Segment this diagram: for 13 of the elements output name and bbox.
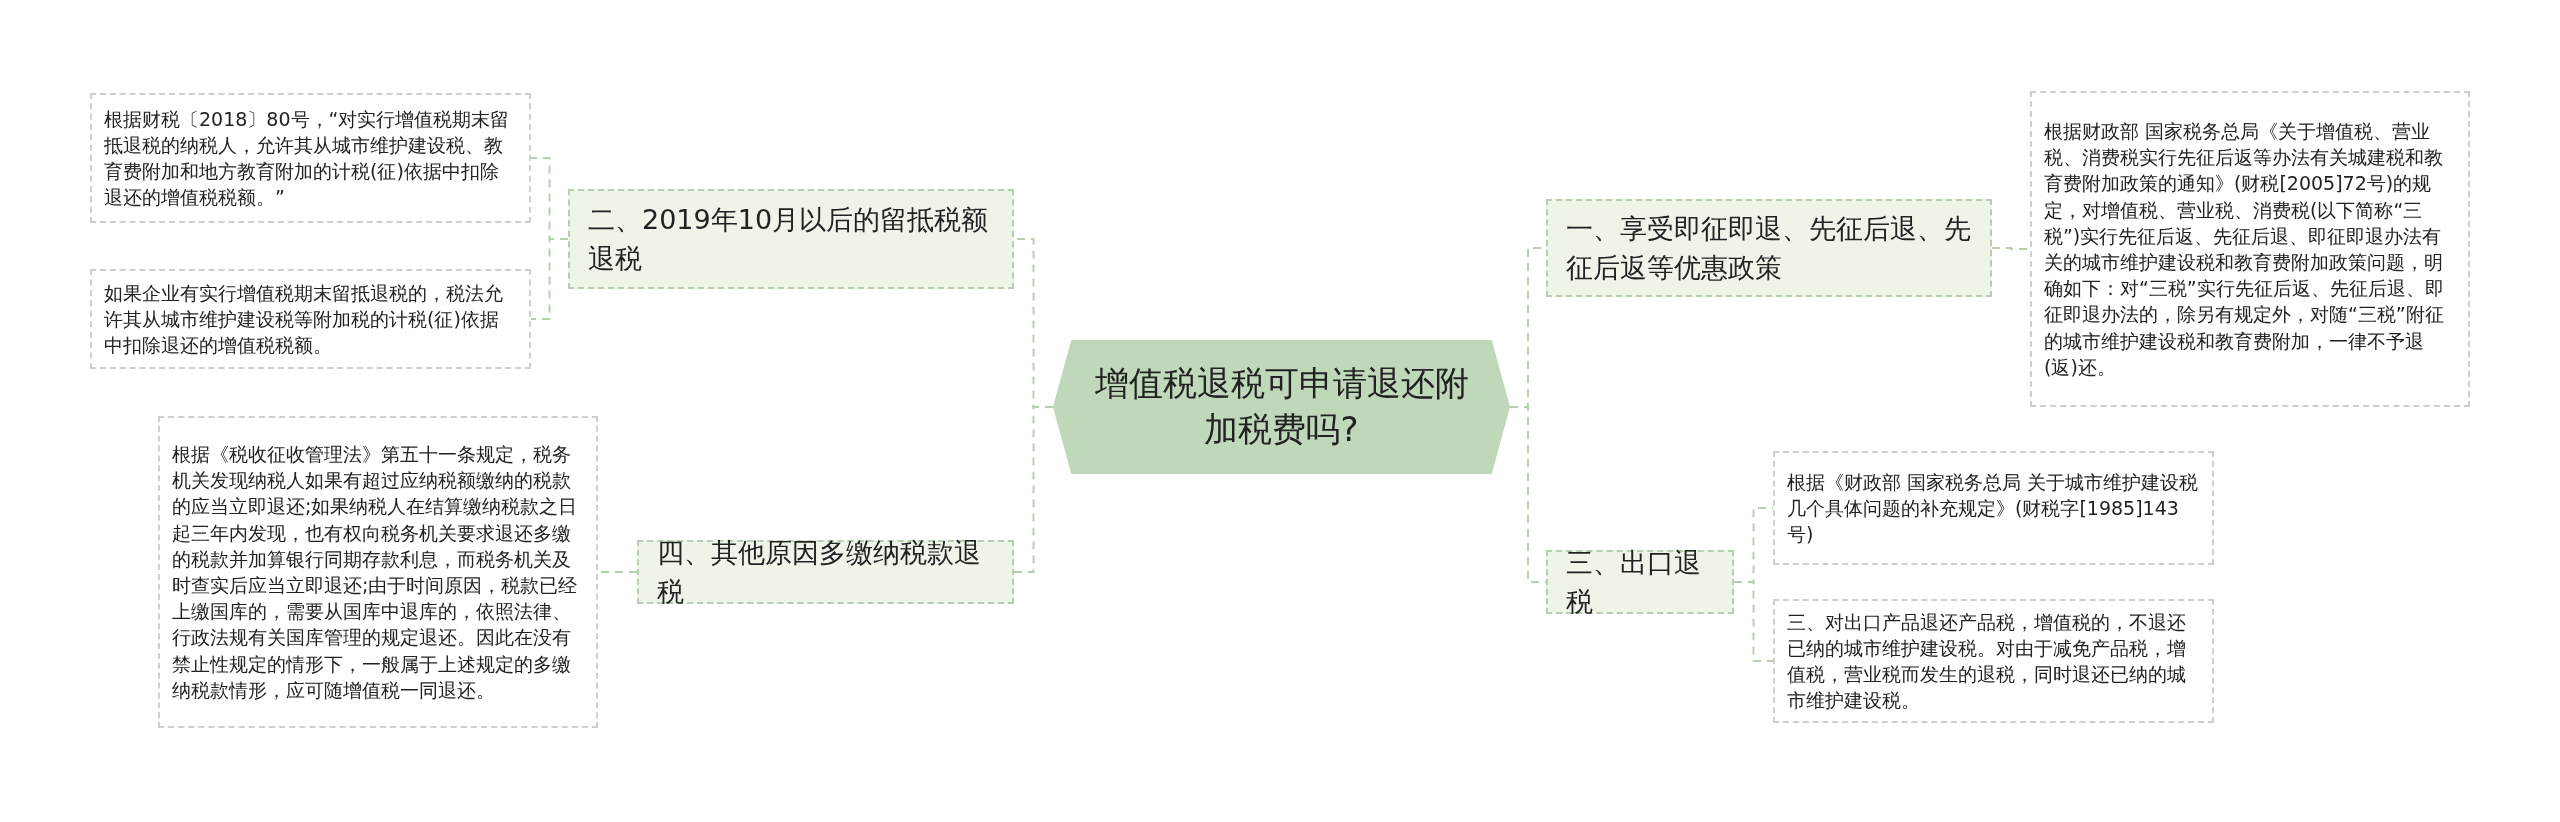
connector-line: [530, 238, 569, 320]
topic-box: 四、其他原因多缴纳税款退税: [637, 540, 1014, 604]
note-box: 根据财税〔2018〕80号，“对实行增值税期末留抵退税的纳税人，允许其从城市维护建设税、教育费附加和地方教育附加的计税(征)依据中扣除退还的增值税税额。”: [90, 93, 531, 223]
connector-line: [1013, 406, 1054, 573]
topic-box: 二、2019年10月以后的留抵税额退税: [568, 189, 1014, 289]
note-box: 根据财政部 国家税务总局《关于增值税、营业税、消费税实行先征后返等办法有关城建税和教育费附加政策的通知》(财税[2005]72号)的规定，对增值税、营业税、消费税(以下简称“三税”)实行先征后返、先征后退、即征即退办法有关的城市维护建设税和教育费附加政策问题，明确如下：对“三税”实行先征后返、先征后退、即征即退办法的，除另有规定外，对随“三税”附征的城市维护建设税和教育费附加，一律不予退(返)还。: [2030, 91, 2470, 407]
note-box: 如果企业有实行增值税期末留抵退税的，税法允许其从城市维护建设税等附加税的计税(征)依据中扣除退还的增值税税额。: [90, 269, 531, 369]
note-box: 根据《税收征收管理法》第五十一条规定，税务机关发现纳税人如果有超过应纳税额缴纳的税款的应当立即退还;如果纳税人在结算缴纳税款之日起三年内发现，也有权向税务机关要求退还多缴的税款并加算银行同期存款利息，而税务机关及时查实后应当立即退还;由于时间原因，税款已经上缴国库的，需要从国库中退库的，依照法律、行政法规有关国库管理的规定退还。因此在没有禁止性规定的情形下，一般属于上述规定的多缴纳税款情形，应可随增值税一同退还。: [158, 416, 598, 728]
note-box: 三、对出口产品退还产品税，增值税的，不退还已纳的城市维护建设税。对由于减免产品税，增值税，营业税而发生的退税，同时退还已纳的城市维护建设税。: [1773, 599, 2214, 723]
topic-box: 一、享受即征即退、先征后退、先征后返等优惠政策: [1546, 199, 1992, 297]
connector-line: [1733, 581, 1774, 662]
note-box: 根据《财政部 国家税务总局 关于城市维护建设税几个具体问题的补充规定》(财税字[1985]143号): [1773, 451, 2214, 565]
topic-box: 三、出口退税: [1546, 550, 1734, 614]
